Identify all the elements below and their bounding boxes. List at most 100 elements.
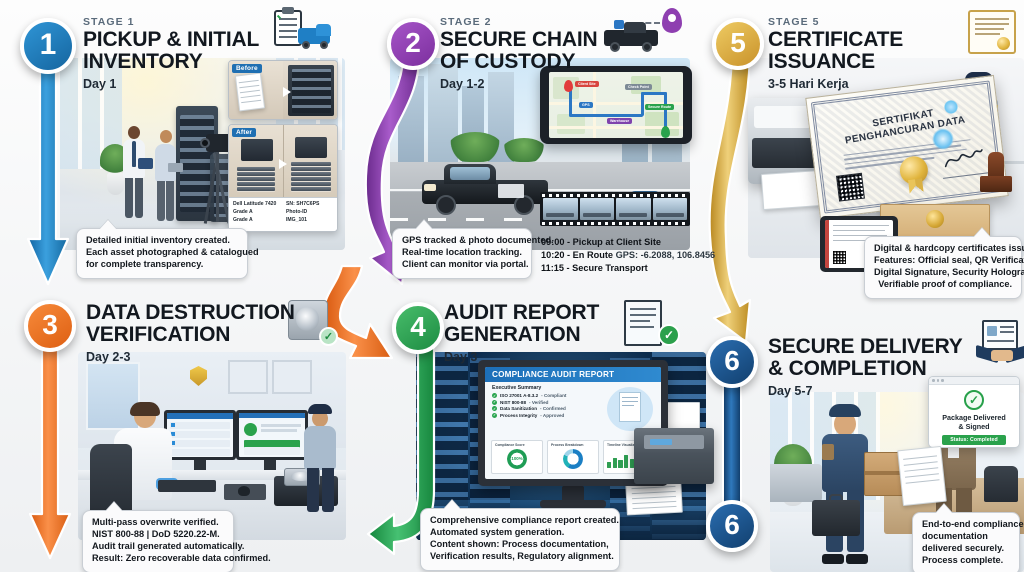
- map-chip-check-point: Check Point: [625, 84, 652, 90]
- destruction-certificate: SERTIFIKAT PENGHANCURAN DATA: [805, 74, 1009, 220]
- report-doc-thumb: [607, 387, 653, 431]
- panel-tag-after: After: [232, 128, 257, 137]
- map-pin-origin: [564, 80, 573, 92]
- laptop-open: [295, 137, 327, 158]
- asset-spec-table: Dell Latitude 7420 Grade A Grade A SN: S…: [229, 197, 337, 231]
- qr-code: [835, 172, 865, 202]
- verification-monitor: [164, 410, 236, 460]
- stage-4-badge[interactable]: 4: [392, 302, 444, 354]
- photo-frame: [652, 198, 687, 220]
- stage-3-day: Day 2-3: [86, 349, 131, 364]
- verification-monitor: [236, 410, 308, 460]
- status-badge: Status: Completed: [941, 435, 1007, 445]
- stage-1-badge[interactable]: 1: [20, 18, 76, 74]
- arrow-4-down: [366, 328, 436, 556]
- stage-3-title-line2: VERIFICATION: [86, 323, 231, 347]
- stage-1-callout: Detailed initial inventory created. Each…: [76, 228, 259, 279]
- stage-5-number: 5: [730, 27, 746, 58]
- route-line: [664, 92, 667, 132]
- rubber-stamp: [988, 152, 1004, 178]
- stage-1-kicker: STAGE 1: [83, 16, 135, 28]
- stage-4-title-line1: AUDIT REPORT: [444, 301, 600, 324]
- report-section-title: Executive Summary: [492, 385, 542, 391]
- arrow-3-down: [28, 328, 72, 560]
- tree: [502, 138, 546, 162]
- stage-3-badge[interactable]: 3: [24, 300, 76, 352]
- stage-6-day: Day 5-7: [768, 383, 813, 398]
- report-row: ✓ ISO 27001 A-8.3.2 - Compliant: [492, 393, 567, 398]
- mouse: [238, 486, 250, 496]
- truck-wheel: [436, 195, 456, 215]
- truck-wheel: [320, 41, 328, 49]
- check-badge-icon: ✓: [658, 324, 680, 346]
- gps-truck-icon: [598, 8, 688, 56]
- arrow-glyph: [283, 87, 291, 98]
- spec-col-left: Dell Latitude 7420 Grade A Grade A: [233, 201, 277, 223]
- compliance-report: COMPLIANCE AUDIT REPORT Executive Summar…: [485, 367, 661, 479]
- photo-frame: [543, 198, 578, 220]
- stage-6-heading: SECURE DELIVERY & COMPLETION Day 5-7: [768, 335, 968, 398]
- tree: [448, 132, 502, 162]
- stage-2-day: Day 1-2: [440, 76, 485, 91]
- wall-emblem-icon: [190, 366, 207, 386]
- clipboard-truck-icon: [270, 7, 332, 56]
- route-line: [641, 92, 644, 116]
- stage-6-number-end: 6: [724, 509, 740, 540]
- stage-5-title-line2: ISSUANCE: [768, 50, 875, 74]
- timeline-row: 11:15 - Secure Transport: [541, 263, 648, 274]
- timeline-row: 09:00 - Pickup at Client Site: [541, 237, 661, 247]
- stage-5-badge[interactable]: 5: [712, 18, 764, 70]
- stage-2-badge[interactable]: 2: [387, 18, 439, 70]
- map-screen: Client Site Check Point Secure Route War…: [549, 72, 683, 138]
- wax-seal: [926, 210, 944, 228]
- stage-6-title-line1: SECURE DELIVERY: [768, 335, 963, 358]
- donut-chart: [507, 449, 527, 469]
- photo-documentation-filmstrip: [540, 192, 690, 226]
- status-text: Package Delivered & Signed: [942, 413, 1006, 431]
- map-pin-destination: [661, 126, 670, 138]
- map-chip-client-site: Client Site: [575, 81, 599, 87]
- lounge-sofa: [770, 464, 822, 502]
- arrow-6-connector: [722, 380, 742, 510]
- success-check-icon: ✓: [964, 390, 984, 410]
- stage-3-illustration: [78, 352, 346, 540]
- stage-5-callout: Digital & hardcopy certificates issued. …: [864, 236, 1024, 299]
- report-metric-cards: Compliance Score 100% Process Breakdown …: [491, 440, 655, 474]
- stage-3-number: 3: [42, 309, 58, 340]
- arrow-2-to-3: [364, 44, 422, 286]
- panel-tag-before: Before: [232, 64, 262, 73]
- arrow-1-to-3: [26, 42, 70, 286]
- stage-6-number: 6: [724, 345, 740, 376]
- truck-wheel: [302, 41, 310, 49]
- route-line: [569, 88, 572, 116]
- map-chip-warehouse: Warehouse: [607, 118, 633, 124]
- stage-1-number: 1: [39, 28, 57, 61]
- window-titlebar: [929, 377, 1019, 385]
- stage-2-kicker: STAGE 2: [440, 16, 492, 28]
- stage-4-title-line2: GENERATION: [444, 323, 581, 347]
- stage-3-title-line1: DATA DESTRUCTION: [86, 301, 295, 324]
- stage-1-heading: STAGE 1 PICKUP & INITIAL INVENTORY Day 1: [83, 16, 273, 91]
- audit-report-monitor: COMPLIANCE AUDIT REPORT Executive Summar…: [478, 360, 668, 486]
- stage-6-badge-end[interactable]: 6: [706, 500, 758, 552]
- check-icon: ✓: [492, 406, 497, 411]
- metric-card-process-breakdown: Process Breakdown: [547, 440, 599, 474]
- rubber-stamp-base: [980, 176, 1012, 192]
- report-row: ✓ NIST 800-88 - Verified: [492, 399, 549, 405]
- stage-6-badge[interactable]: 6: [706, 336, 758, 388]
- security-guard: [298, 398, 342, 514]
- stage-3-heading: DATA DESTRUCTION VERIFICATION Day 2-3: [86, 301, 296, 364]
- stage-1-title-line2: INVENTORY: [83, 50, 203, 74]
- person-employee: [152, 130, 183, 224]
- stage-4-number: 4: [410, 311, 426, 342]
- plant-pot: [107, 173, 124, 195]
- laptop-stack: [237, 165, 275, 191]
- certified-document-icon: ✓: [624, 300, 680, 348]
- hard-drive-verified-icon: ✓: [288, 300, 338, 346]
- timeline-row: 10:20 - En Route GPS: -6.2088, 106.8456: [541, 250, 716, 261]
- stage-4-heading: AUDIT REPORT GENERATION Day 3: [444, 301, 644, 363]
- report-row: ✓ Process Integrity - Approved: [492, 412, 565, 418]
- award-certificate-icon: [968, 10, 1016, 54]
- arrow-5-to-6: [708, 44, 752, 344]
